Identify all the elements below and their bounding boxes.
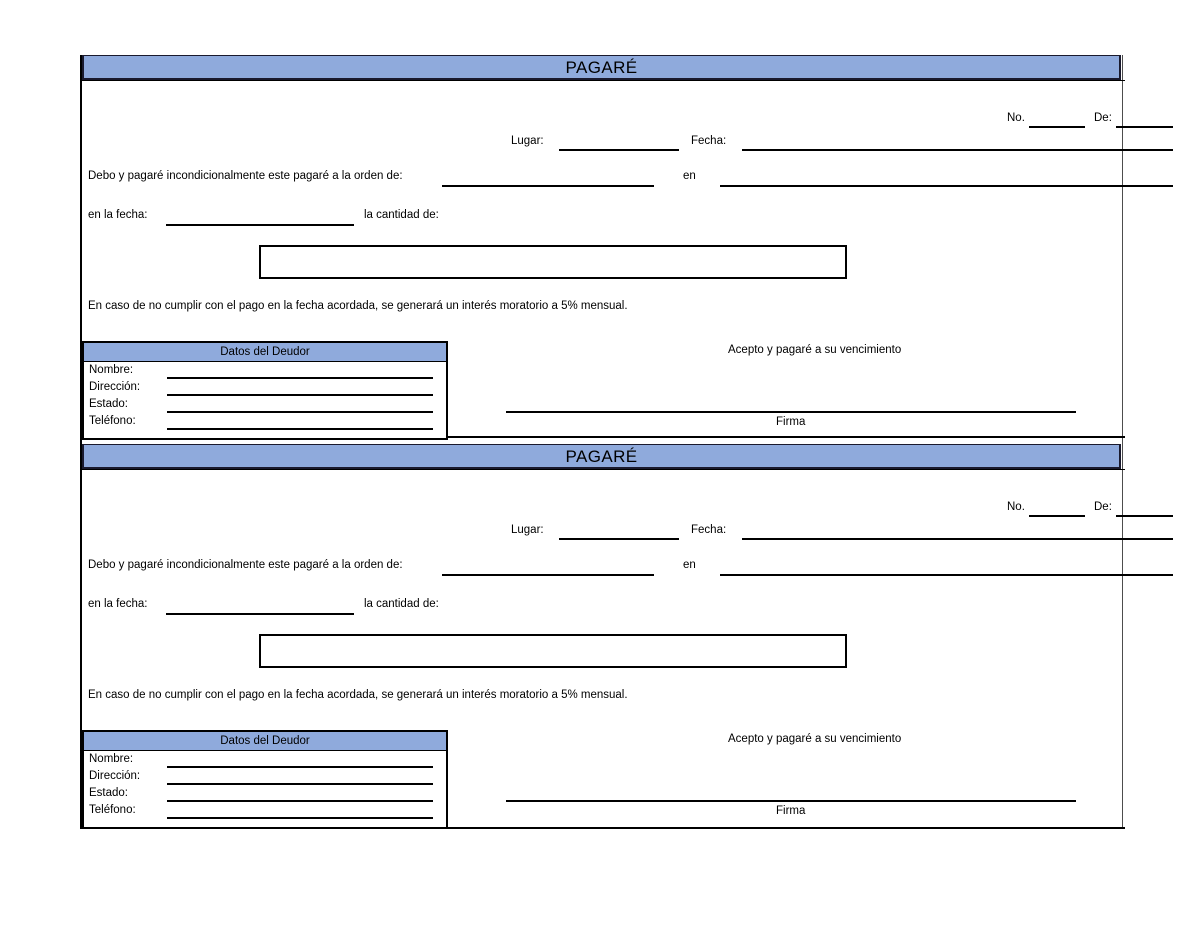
direccion-input[interactable] <box>167 783 433 785</box>
firma-label: Firma <box>776 805 806 817</box>
pagare-copy-2: PAGARÉ No. De: Lugar: Fecha: Debo y paga… <box>82 444 1173 829</box>
cantidad-amount-box[interactable] <box>259 634 847 668</box>
en-label: en <box>683 559 696 571</box>
acepto-text: Acepto y pagaré a su vencimiento <box>728 344 902 356</box>
nombre-label: Nombre: <box>89 753 134 765</box>
en-label: en <box>683 170 696 182</box>
debtor-table-1: Datos del Deudor Nombre: Dirección: Esta… <box>82 341 448 440</box>
fecha-label: Fecha: <box>691 524 727 536</box>
en-input[interactable] <box>720 574 1173 576</box>
nombre-input[interactable] <box>167 766 433 768</box>
table-row: Teléfono: <box>84 413 446 430</box>
table-row: Nombre: <box>84 751 446 768</box>
orden-de-input[interactable] <box>442 185 654 187</box>
estado-label: Estado: <box>89 398 128 410</box>
nombre-input[interactable] <box>167 377 433 379</box>
fecha-label: Fecha: <box>691 135 727 147</box>
de-label: De: <box>1094 112 1112 124</box>
telefono-input[interactable] <box>167 428 433 430</box>
firma-label: Firma <box>776 416 806 428</box>
en-la-fecha-label: en la fecha: <box>88 598 148 610</box>
page-title: PAGARÉ <box>565 446 638 466</box>
interes-clause: En caso de no cumplir con el pago en la … <box>88 300 628 312</box>
direccion-label: Dirección: <box>89 381 141 393</box>
firma-input[interactable] <box>506 411 1076 413</box>
table-row: Dirección: <box>84 379 446 396</box>
orden-de-label: Debo y pagaré incondicionalmente este pa… <box>88 170 403 182</box>
page-title: PAGARÉ <box>565 57 638 77</box>
no-label: No. <box>1007 501 1025 513</box>
fecha-input[interactable] <box>742 538 1173 540</box>
table-row: Estado: <box>84 785 446 802</box>
debtor-table-title: Datos del Deudor <box>220 346 310 358</box>
no-input[interactable] <box>1029 515 1085 517</box>
pagare-body-1: No. De: Lugar: Fecha: Debo y pagaré inco… <box>82 80 1173 440</box>
pagare-body-2: No. De: Lugar: Fecha: Debo y pagaré inco… <box>82 469 1173 829</box>
en-la-fecha-input[interactable] <box>166 224 354 226</box>
la-cantidad-de-label: la cantidad de: <box>364 598 439 610</box>
estado-input[interactable] <box>167 411 433 413</box>
pagare-title-bar-1: PAGARÉ <box>82 55 1121 80</box>
debtor-table-header: Datos del Deudor <box>84 732 446 751</box>
debtor-table-title: Datos del Deudor <box>220 735 310 747</box>
orden-de-input[interactable] <box>442 574 654 576</box>
direccion-label: Dirección: <box>89 770 141 782</box>
table-row: Nombre: <box>84 362 446 379</box>
pagare-copy-1: PAGARÉ No. De: Lugar: Fecha: Debo y paga… <box>82 55 1173 440</box>
direccion-input[interactable] <box>167 394 433 396</box>
pagare-title-bar-2: PAGARÉ <box>82 444 1121 469</box>
nombre-label: Nombre: <box>89 364 134 376</box>
telefono-label: Teléfono: <box>89 415 136 427</box>
lugar-input[interactable] <box>559 149 679 151</box>
table-row: Dirección: <box>84 768 446 785</box>
debtor-table-body: Nombre: Dirección: Estado: Teléfono <box>84 751 446 827</box>
de-input[interactable] <box>1116 515 1173 517</box>
en-la-fecha-label: en la fecha: <box>88 209 148 221</box>
orden-de-label: Debo y pagaré incondicionalmente este pa… <box>88 559 403 571</box>
table-row: Estado: <box>84 396 446 413</box>
table-row: Teléfono: <box>84 802 446 819</box>
telefono-label: Teléfono: <box>89 804 136 816</box>
en-la-fecha-input[interactable] <box>166 613 354 615</box>
la-cantidad-de-label: la cantidad de: <box>364 209 439 221</box>
en-input[interactable] <box>720 185 1173 187</box>
telefono-input[interactable] <box>167 817 433 819</box>
cantidad-amount-box[interactable] <box>259 245 847 279</box>
lugar-label: Lugar: <box>511 135 544 147</box>
debtor-table-2: Datos del Deudor Nombre: Dirección: Esta… <box>82 730 448 829</box>
estado-input[interactable] <box>167 800 433 802</box>
estado-label: Estado: <box>89 787 128 799</box>
no-label: No. <box>1007 112 1025 124</box>
lugar-input[interactable] <box>559 538 679 540</box>
debtor-table-body: Nombre: Dirección: Estado: Teléfono <box>84 362 446 438</box>
firma-input[interactable] <box>506 800 1076 802</box>
fecha-input[interactable] <box>742 149 1173 151</box>
de-label: De: <box>1094 501 1112 513</box>
interes-clause: En caso de no cumplir con el pago en la … <box>88 689 628 701</box>
pagare-document: PAGARÉ No. De: Lugar: Fecha: Debo y paga… <box>80 55 1173 829</box>
lugar-label: Lugar: <box>511 524 544 536</box>
no-input[interactable] <box>1029 126 1085 128</box>
debtor-table-header: Datos del Deudor <box>84 343 446 362</box>
de-input[interactable] <box>1116 126 1173 128</box>
acepto-text: Acepto y pagaré a su vencimiento <box>728 733 902 745</box>
